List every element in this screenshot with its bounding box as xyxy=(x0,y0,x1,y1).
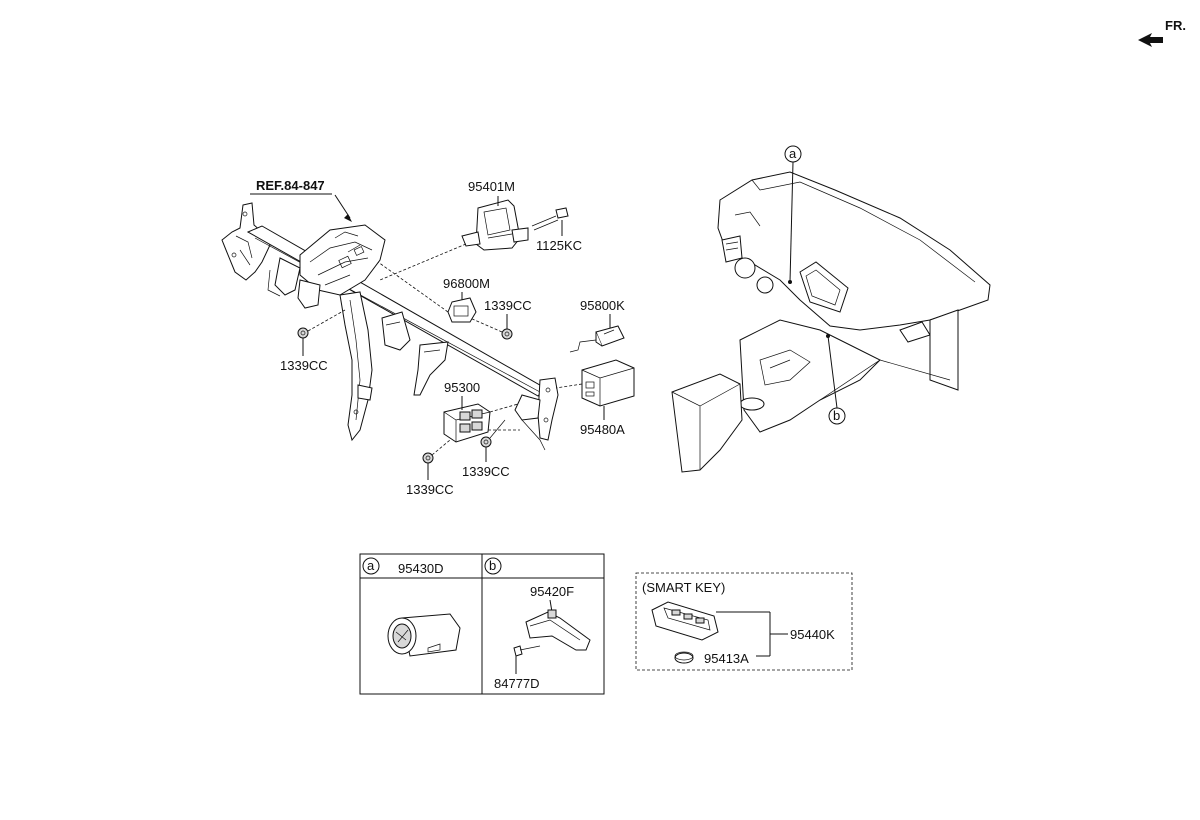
callout-a-letter: a xyxy=(789,146,797,161)
reference-label: REF.84-847 xyxy=(256,178,325,193)
part-1339cc-nut-lower-right xyxy=(480,436,492,448)
smart-key-fob-drawing xyxy=(651,601,719,641)
part-95430d-drawing xyxy=(387,613,461,657)
part-1339cc-nut-upper xyxy=(501,328,513,340)
part-95480a-drawing xyxy=(581,359,635,407)
label-95430d: 95430D xyxy=(398,561,444,576)
callout-b-letter: b xyxy=(833,408,840,423)
label-1339cc-upper: 1339CC xyxy=(484,298,532,313)
detail-table xyxy=(359,553,605,695)
label-1339cc-lower-left: 1339CC xyxy=(406,482,454,497)
smart-key-title: (SMART KEY) xyxy=(642,580,725,595)
label-95800k: 95800K xyxy=(580,298,625,313)
part-1339cc-nut-left xyxy=(297,327,309,339)
label-84777d: 84777D xyxy=(494,676,540,691)
front-label: FR. xyxy=(1165,18,1186,33)
part-1339cc-nut-lower-left xyxy=(422,452,434,464)
part-95800k-drawing xyxy=(595,325,625,347)
part-95300-drawing xyxy=(443,403,491,443)
coin-battery-drawing xyxy=(674,651,694,664)
part-84777d-drawing xyxy=(513,645,541,657)
dashboard-drawing xyxy=(671,171,991,473)
label-95440k: 95440K xyxy=(790,627,835,642)
reference-leader xyxy=(334,194,351,219)
label-95401m: 95401M xyxy=(468,179,515,194)
part-95401m-drawing xyxy=(461,199,529,251)
label-1339cc-left: 1339CC xyxy=(280,358,328,373)
part-95420f-drawing xyxy=(525,609,591,651)
label-1339cc-lower-right: 1339CC xyxy=(462,464,510,479)
front-arrow-icon xyxy=(1138,33,1163,47)
label-1125kc: 1125KC xyxy=(536,238,582,253)
detail-b-marker-letter: b xyxy=(489,558,496,573)
detail-a-marker-letter: a xyxy=(367,558,375,573)
label-95420f: 95420F xyxy=(530,584,574,599)
cowl-cross-bar-drawing xyxy=(221,202,559,451)
part-96800m-drawing xyxy=(447,297,477,323)
smart-key-leader-lines xyxy=(716,611,788,657)
detail-a-marker xyxy=(362,557,380,575)
label-95480a: 95480A xyxy=(580,422,625,437)
label-95300: 95300 xyxy=(444,380,480,395)
smart-key-box xyxy=(635,572,853,671)
label-95413a: 95413A xyxy=(704,651,749,666)
part-1125kc-drawing xyxy=(531,207,569,231)
label-96800m: 96800M xyxy=(443,276,490,291)
detail-b-marker xyxy=(484,557,502,575)
